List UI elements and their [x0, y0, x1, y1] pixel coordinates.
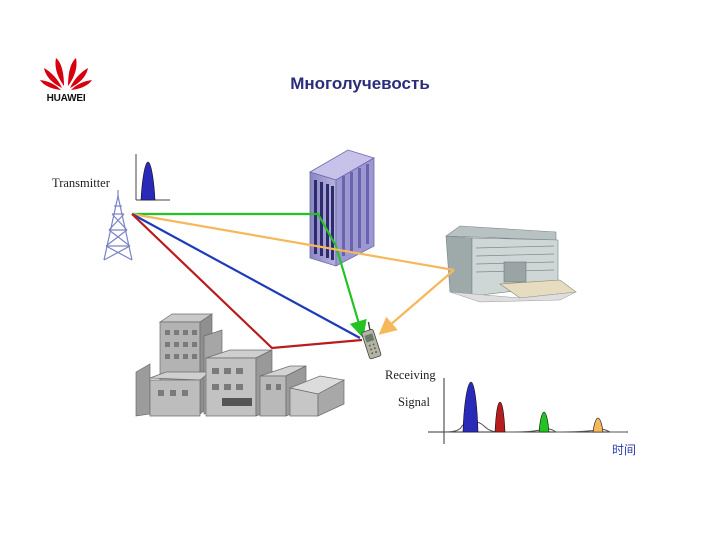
office-building-icon [445, 225, 577, 303]
pulse-red [494, 401, 506, 433]
signal-label: Signal [398, 395, 430, 409]
transmitter-label: Transmitter [52, 176, 110, 190]
transmit-spectrum-icon [135, 154, 170, 201]
path-green [132, 212, 367, 339]
path-orange-return [378, 269, 455, 335]
path-red [131, 213, 363, 350]
tall-building-icon [309, 149, 375, 267]
signal-paths [131, 212, 455, 350]
pulse-blue [462, 381, 479, 433]
mobile-phone-icon [361, 321, 382, 360]
path-orange [131, 212, 455, 272]
time-axis-label: 时间 [612, 443, 637, 457]
transmission-tower-icon [103, 190, 133, 261]
path-blue [131, 213, 361, 339]
pulse-green [538, 411, 550, 433]
receiving-label: Receiving [385, 368, 436, 382]
pulse-orange [592, 417, 604, 433]
brand-wordmark: HUAWEI [46, 93, 86, 104]
slide-title: Многолучевость [290, 74, 430, 93]
huawei-logo-icon [40, 58, 92, 90]
city-block-icon [135, 313, 346, 417]
received-signal-plot [428, 378, 628, 444]
